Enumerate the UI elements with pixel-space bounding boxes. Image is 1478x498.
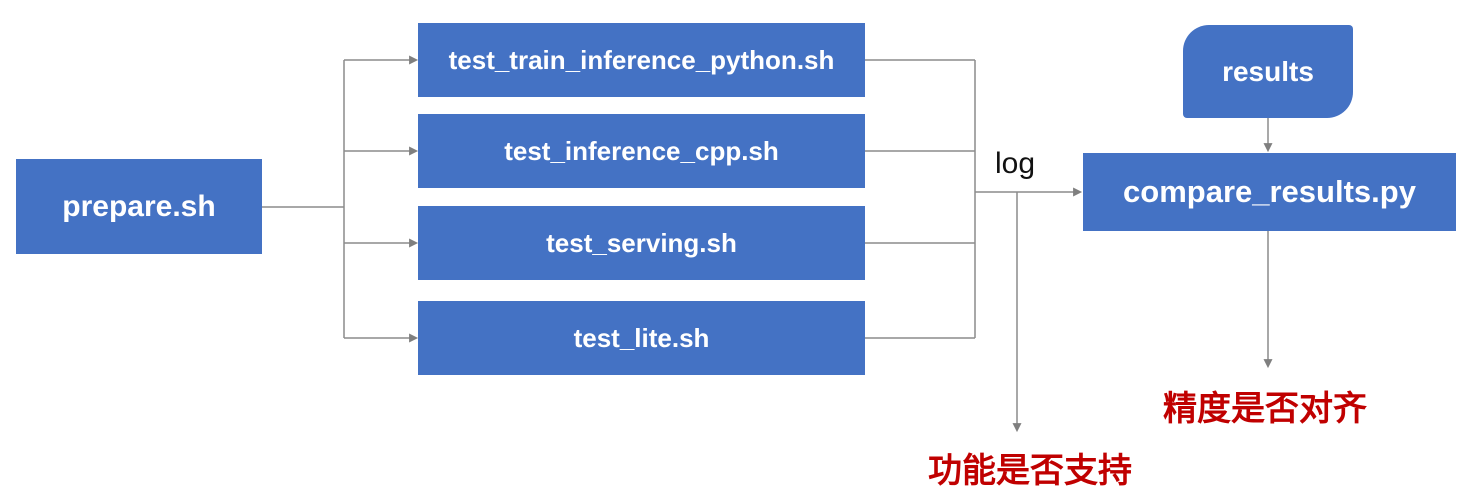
- node-compare-results-py: compare_results.py: [1083, 153, 1456, 231]
- node-compare-results-py-label: compare_results.py: [1123, 174, 1416, 209]
- node-prepare-sh-label: prepare.sh: [62, 189, 216, 223]
- annotation-function-support: 功能是否支持: [928, 452, 1132, 490]
- node-test-lite: test_lite.sh: [418, 301, 865, 375]
- node-results: results: [1183, 25, 1353, 118]
- node-prepare-sh: prepare.sh: [16, 159, 262, 254]
- node-test-inference-cpp-label: test_inference_cpp.sh: [504, 135, 779, 166]
- node-test-train-inference-python: test_train_inference_python.sh: [418, 23, 865, 97]
- node-test-train-inference-python-label: test_train_inference_python.sh: [448, 44, 835, 75]
- node-test-inference-cpp: test_inference_cpp.sh: [418, 114, 865, 188]
- node-test-lite-label: test_lite.sh: [573, 322, 710, 353]
- node-test-serving-label: test_serving.sh: [546, 227, 737, 258]
- annotation-precision-aligned: 精度是否对齐: [1163, 390, 1367, 428]
- node-test-serving: test_serving.sh: [418, 206, 865, 280]
- node-results-label: results: [1222, 55, 1314, 87]
- edge-label-log: log: [994, 147, 1036, 180]
